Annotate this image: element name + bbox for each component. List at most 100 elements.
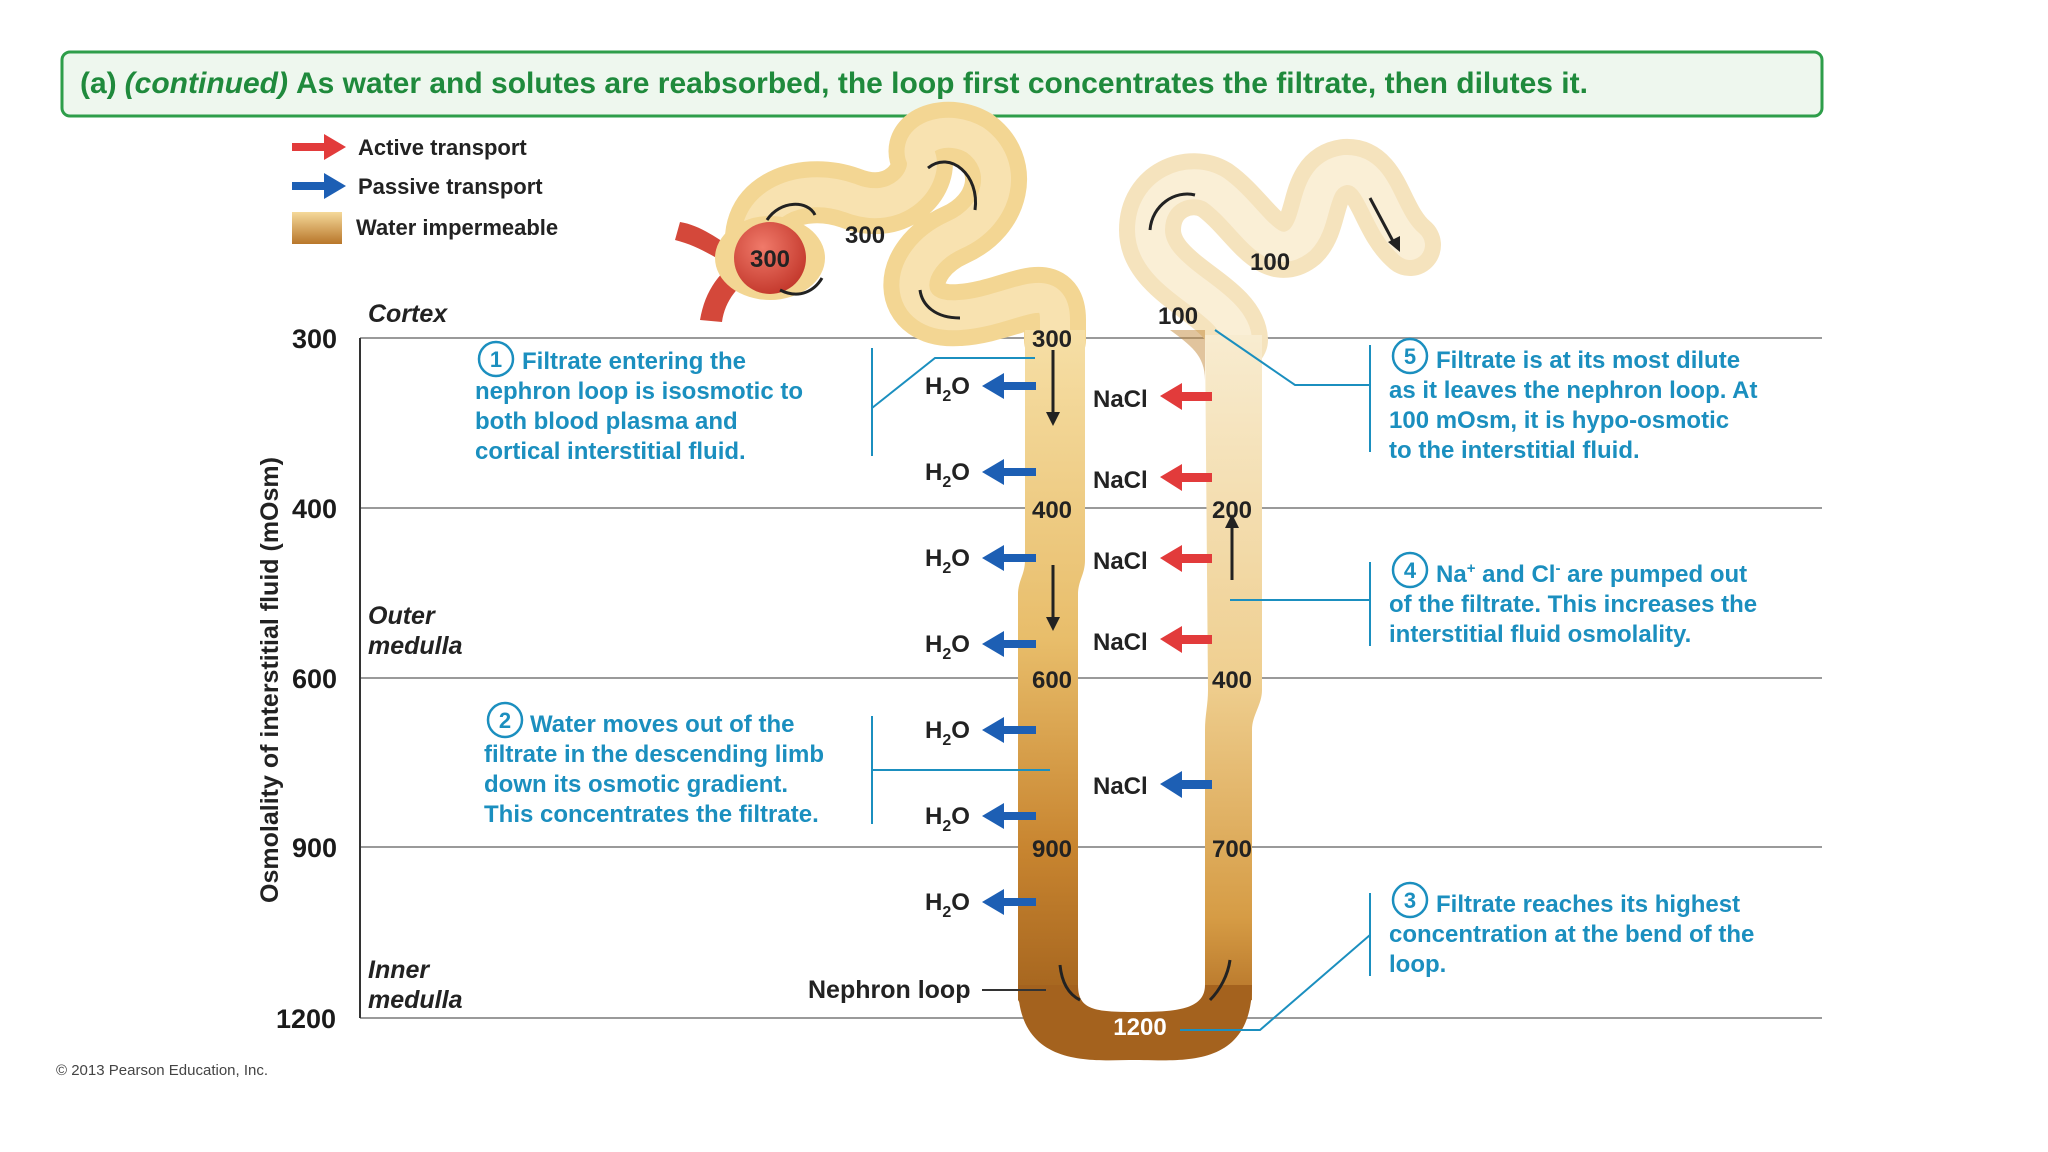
nephron-loop-label: Nephron loop (808, 976, 1046, 1004)
svg-text:Filtrate entering the: Filtrate entering the (522, 348, 746, 375)
blue-arrow-icon (982, 373, 1036, 399)
svg-text:Filtrate is at its most dilute: Filtrate is at its most dilute (1436, 347, 1740, 374)
svg-text:H2O: H2O (925, 373, 970, 405)
svg-text:100: 100 (1158, 303, 1198, 330)
svg-text:1200: 1200 (1113, 1014, 1166, 1041)
note-1: 1 Filtrate entering the nephron loop is … (475, 340, 803, 465)
note-4: 4 Na+ and Cl- are pumped out of the filt… (1389, 551, 1757, 648)
svg-text:600: 600 (292, 664, 337, 694)
red-arrow-icon (1160, 626, 1212, 653)
water-arrow-1: H2O (925, 373, 1036, 405)
water-arrow-7: H2O (925, 889, 1036, 921)
osmolality-values: 300 100 100 300 400 600 900 200 400 700 … (845, 222, 1290, 1041)
svg-text:cortical interstitial fluid.: cortical interstitial fluid. (475, 438, 746, 465)
note-2: 2 Water moves out of the filtrate in the… (484, 701, 824, 828)
water-arrow-6: H2O (925, 803, 1036, 835)
svg-text:1200: 1200 (276, 1004, 336, 1034)
gradient-swatch-icon (292, 212, 342, 244)
svg-text:medulla: medulla (368, 632, 463, 660)
blue-arrow-icon (292, 173, 346, 199)
proximal-tubule (725, 101, 1086, 371)
nacl-transport: NaCl NaCl NaCl NaCl NaCl (1093, 383, 1212, 800)
note-3: 3 Filtrate reaches its highest concentra… (1389, 881, 1754, 978)
svg-text:Cortex: Cortex (368, 300, 448, 328)
blue-arrow-icon (982, 631, 1036, 657)
legend-impermeable: Water impermeable (292, 212, 558, 244)
svg-text:Water impermeable: Water impermeable (356, 215, 558, 240)
svg-text:900: 900 (292, 833, 337, 863)
nacl-passive: NaCl (1093, 771, 1212, 800)
blue-arrow-icon (982, 545, 1036, 571)
red-arrow-icon (1160, 545, 1212, 572)
svg-text:to the interstitial fluid.: to the interstitial fluid. (1389, 437, 1640, 464)
ascending-limb (1198, 335, 1262, 1020)
water-arrow-4: H2O (925, 631, 1036, 663)
flow-arrows (765, 160, 1397, 1002)
zone-labels: Cortex Outer medulla Inner medulla (368, 300, 463, 1014)
svg-text:NaCl: NaCl (1093, 386, 1148, 413)
water-arrow-3: H2O (925, 545, 1036, 577)
svg-text:Water moves out of the: Water moves out of the (530, 711, 794, 738)
svg-text:concentration at the bend of t: concentration at the bend of the (1389, 921, 1754, 948)
water-arrow-2: H2O (925, 459, 1036, 491)
svg-text:300: 300 (1032, 326, 1072, 353)
svg-text:NaCl: NaCl (1093, 629, 1148, 656)
svg-text:medulla: medulla (368, 986, 463, 1014)
flow-arrow-icon (1058, 964, 1081, 1002)
svg-text:300: 300 (292, 324, 337, 354)
svg-text:both blood plasma and: both blood plasma and (475, 408, 738, 435)
flow-arrowheads (1046, 236, 1400, 631)
svg-text:700: 700 (1212, 836, 1252, 863)
svg-text:3: 3 (1404, 888, 1416, 913)
svg-text:Nephron loop: Nephron loop (808, 976, 970, 1004)
legend-passive: Passive transport (292, 173, 543, 199)
axis-title: Osmolality of interstitial fluid (mOsm) (256, 457, 284, 903)
blue-arrow-icon (982, 459, 1036, 485)
title-banner: (a)(continued)As water and solutes are r… (60, 50, 1824, 118)
title-text: (a)(continued)As water and solutes are r… (80, 67, 1588, 100)
legend-active: Active transport (292, 134, 527, 160)
svg-text:300: 300 (750, 246, 790, 273)
legend: Active transport Passive transport Water… (292, 134, 558, 244)
svg-text:H2O: H2O (925, 545, 970, 577)
svg-text:NaCl: NaCl (1093, 773, 1148, 800)
svg-text:1: 1 (490, 347, 502, 372)
svg-text:200: 200 (1212, 497, 1252, 524)
red-arrow-icon (1160, 464, 1212, 491)
svg-text:Outer: Outer (368, 602, 436, 630)
svg-text:as it leaves the nephron loop.: as it leaves the nephron loop. At (1389, 377, 1758, 404)
svg-text:Active transport: Active transport (358, 135, 527, 160)
svg-text:400: 400 (1212, 667, 1252, 694)
svg-text:nephron loop is isosmotic to: nephron loop is isosmotic to (475, 378, 803, 405)
red-arrow-icon (1160, 383, 1212, 410)
svg-text:loop.: loop. (1389, 951, 1446, 978)
loop-bend (1018, 985, 1252, 1061)
svg-text:H2O: H2O (925, 631, 970, 663)
svg-text:100: 100 (1250, 249, 1290, 276)
svg-text:5: 5 (1404, 344, 1416, 369)
svg-text:H2O: H2O (925, 803, 970, 835)
svg-text:This concentrates the filtrate: This concentrates the filtrate. (484, 801, 819, 828)
svg-text:400: 400 (1032, 497, 1072, 524)
descending-limb (1018, 330, 1085, 1020)
distal-tubule (1119, 139, 1441, 371)
svg-text:Filtrate reaches its highest: Filtrate reaches its highest (1436, 891, 1740, 918)
nacl-active-1: NaCl (1093, 383, 1212, 413)
nacl-active-3: NaCl (1093, 545, 1212, 575)
flow-arrow-icon (1148, 192, 1196, 231)
svg-text:100 mOsm, it is hypo-osmotic: 100 mOsm, it is hypo-osmotic (1389, 407, 1729, 434)
svg-text:filtrate in the descending lim: filtrate in the descending limb (484, 741, 824, 768)
blue-arrow-icon (982, 803, 1036, 829)
svg-text:Passive transport: Passive transport (358, 174, 543, 199)
blue-arrow-icon (982, 889, 1036, 915)
flow-arrow-icon (779, 277, 824, 296)
svg-text:H2O: H2O (925, 717, 970, 749)
flow-arrow-icon (927, 160, 978, 211)
flow-arrow-icon (1208, 959, 1232, 1002)
svg-text:600: 600 (1032, 667, 1072, 694)
callout-lines (871, 329, 1371, 1031)
red-arrow-icon (292, 134, 346, 160)
svg-text:NaCl: NaCl (1093, 467, 1148, 494)
note-5: 5 Filtrate is at its most dilute as it l… (1389, 337, 1758, 464)
